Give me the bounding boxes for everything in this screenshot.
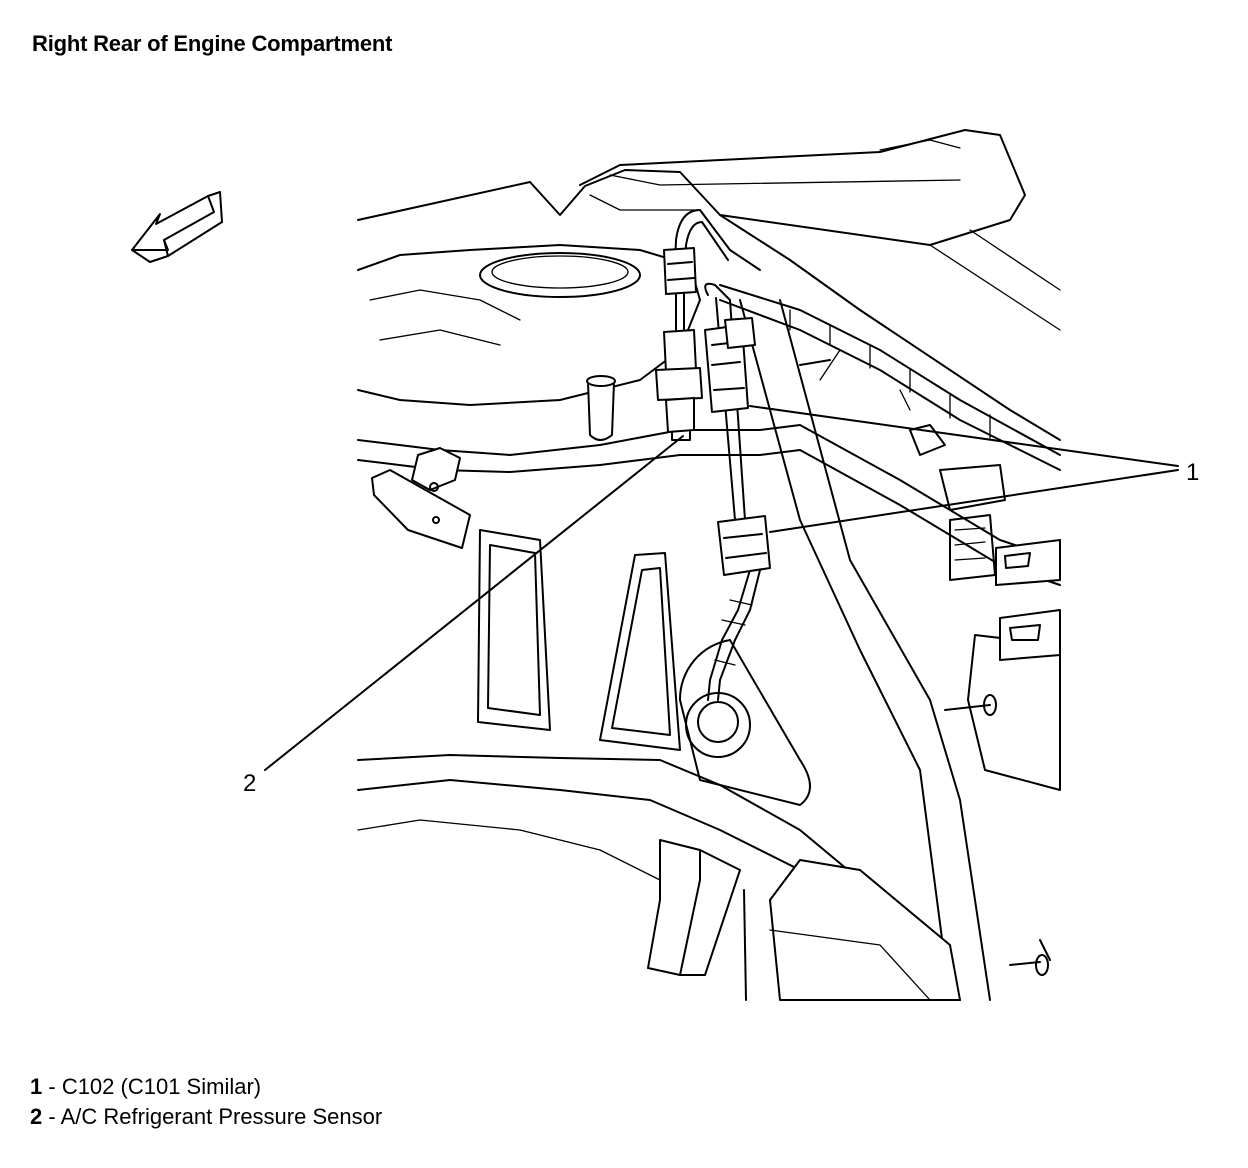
front-direction-arrow-icon	[131, 191, 223, 263]
legend-item-2: 2 - A/C Refrigerant Pressure Sensor	[30, 1102, 382, 1132]
page-title: Right Rear of Engine Compartment	[32, 31, 393, 56]
callout-1: 1	[1186, 459, 1199, 486]
legend-item-1: 1 - C102 (C101 Similar)	[30, 1072, 382, 1102]
legend-separator: -	[42, 1104, 61, 1129]
callout-leaders	[264, 405, 1179, 771]
legend-text: C102 (C101 Similar)	[61, 1074, 262, 1099]
legend-number: 1	[30, 1074, 43, 1099]
legend-number: 2	[30, 1104, 43, 1129]
engine-compartment-outline	[357, 129, 1061, 1001]
legend-text: A/C Refrigerant Pressure Sensor	[60, 1104, 383, 1129]
legend: 1 - C102 (C101 Similar) 2 - A/C Refriger…	[30, 1072, 382, 1132]
callout-2: 2	[243, 770, 256, 797]
legend-separator: -	[42, 1074, 62, 1099]
